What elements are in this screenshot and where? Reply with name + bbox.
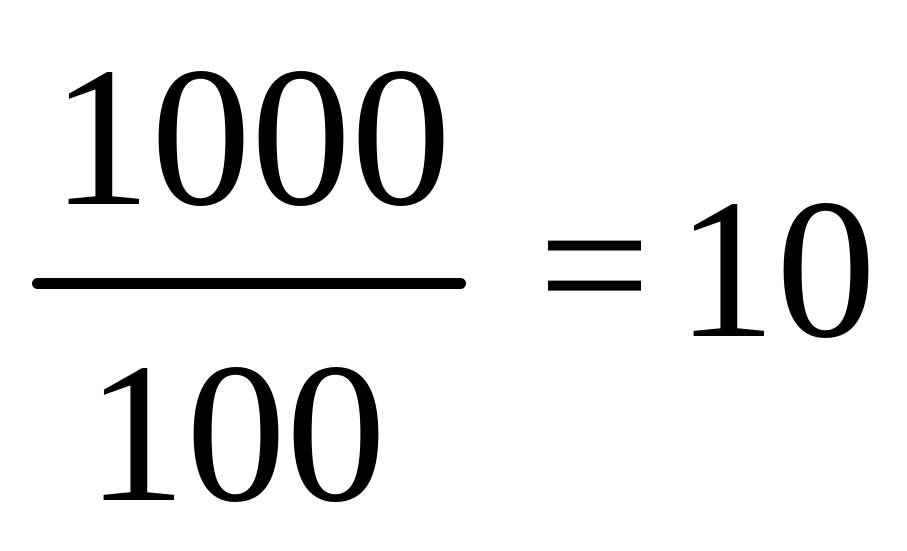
fraction-numerator: 1000 [51, 27, 451, 248]
fraction-bar [32, 278, 466, 289]
fraction-denominator: 100 [86, 323, 386, 544]
equals-sign: = [538, 155, 651, 376]
equation-result: 10 [676, 159, 876, 380]
